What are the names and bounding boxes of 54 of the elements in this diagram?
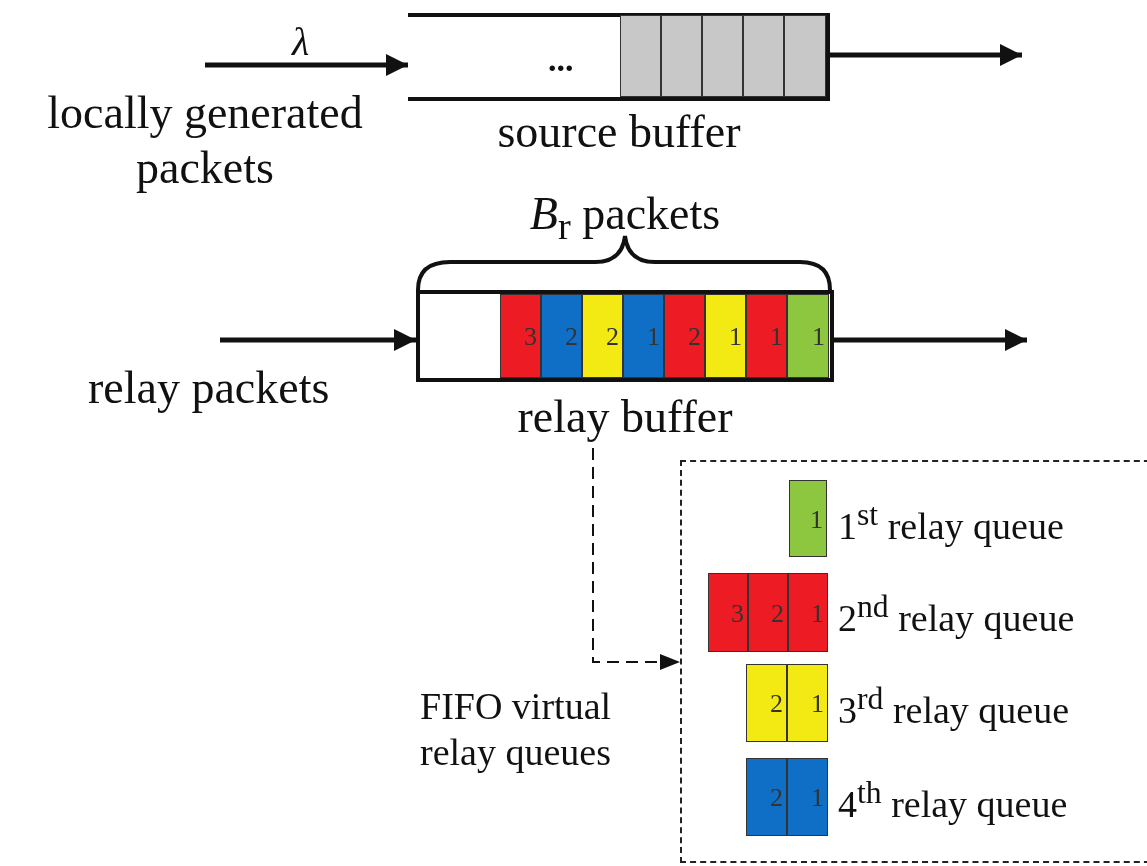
packet-cell bbox=[623, 294, 664, 378]
packet-cell bbox=[500, 294, 541, 378]
packet-number: 1 bbox=[729, 324, 742, 350]
arrow bbox=[592, 447, 681, 670]
panel-caption: FIFO virtual relay queues bbox=[420, 684, 613, 775]
packet-cell bbox=[705, 294, 746, 378]
packet-number: 2 bbox=[770, 691, 783, 717]
packet-number: 1 bbox=[811, 691, 824, 717]
input-caption: relay packets bbox=[88, 361, 331, 415]
queue-label: 2$^{nd}$ relay queue bbox=[838, 588, 1076, 641]
packet-cell bbox=[708, 573, 748, 652]
packet-cell bbox=[784, 15, 826, 97]
packet-cell bbox=[746, 664, 787, 742]
packet-cell bbox=[788, 573, 828, 652]
arrow bbox=[205, 53, 408, 77]
packet-number: 1 bbox=[647, 324, 660, 350]
packet-number: 1 bbox=[810, 506, 823, 533]
packet-number: 2 bbox=[770, 785, 783, 811]
input-caption: locally generated packets bbox=[46, 86, 364, 196]
queue-label: 1$^{st}$ relay queue bbox=[838, 496, 1065, 549]
packet-cell bbox=[787, 664, 828, 742]
packet-cell bbox=[787, 294, 829, 378]
arrow bbox=[830, 43, 1022, 67]
packet-cell bbox=[661, 15, 702, 97]
packet-cell bbox=[746, 758, 787, 836]
packet-cell bbox=[746, 294, 787, 378]
queue-label: 4$^{th}$ relay queue bbox=[838, 774, 1069, 827]
packet-cell bbox=[620, 15, 661, 97]
packet-cell bbox=[541, 294, 582, 378]
packet-number: 2 bbox=[565, 324, 578, 350]
buffer-caption: source buffer bbox=[496, 109, 742, 155]
packet-cell bbox=[789, 480, 827, 557]
packet-number: 3 bbox=[731, 600, 744, 627]
packet-number: 3 bbox=[524, 324, 537, 350]
packet-cell bbox=[748, 573, 788, 652]
arrow bbox=[220, 328, 416, 352]
queue-label: 3$^{rd}$ relay queue bbox=[838, 680, 1071, 733]
capacity-label: B$_{r}$ packets bbox=[528, 187, 722, 250]
buffer-caption: relay buffer bbox=[516, 394, 734, 440]
virtual-queues-panel bbox=[680, 460, 1147, 863]
packet-number: 1 bbox=[811, 600, 824, 627]
packet-cell bbox=[582, 294, 623, 378]
ellipsis: ... bbox=[548, 40, 575, 80]
packet-number: 1 bbox=[811, 785, 824, 811]
packet-cell bbox=[702, 15, 743, 97]
packet-number: 2 bbox=[688, 324, 701, 350]
packet-number: 1 bbox=[812, 324, 825, 350]
packet-cell bbox=[743, 15, 784, 97]
packet-number: 2 bbox=[771, 600, 784, 627]
packet-cell bbox=[664, 294, 705, 378]
arrow bbox=[834, 328, 1027, 352]
packet-cell bbox=[787, 758, 828, 836]
packet-number: 2 bbox=[606, 324, 619, 350]
packet-number: 1 bbox=[770, 324, 783, 350]
